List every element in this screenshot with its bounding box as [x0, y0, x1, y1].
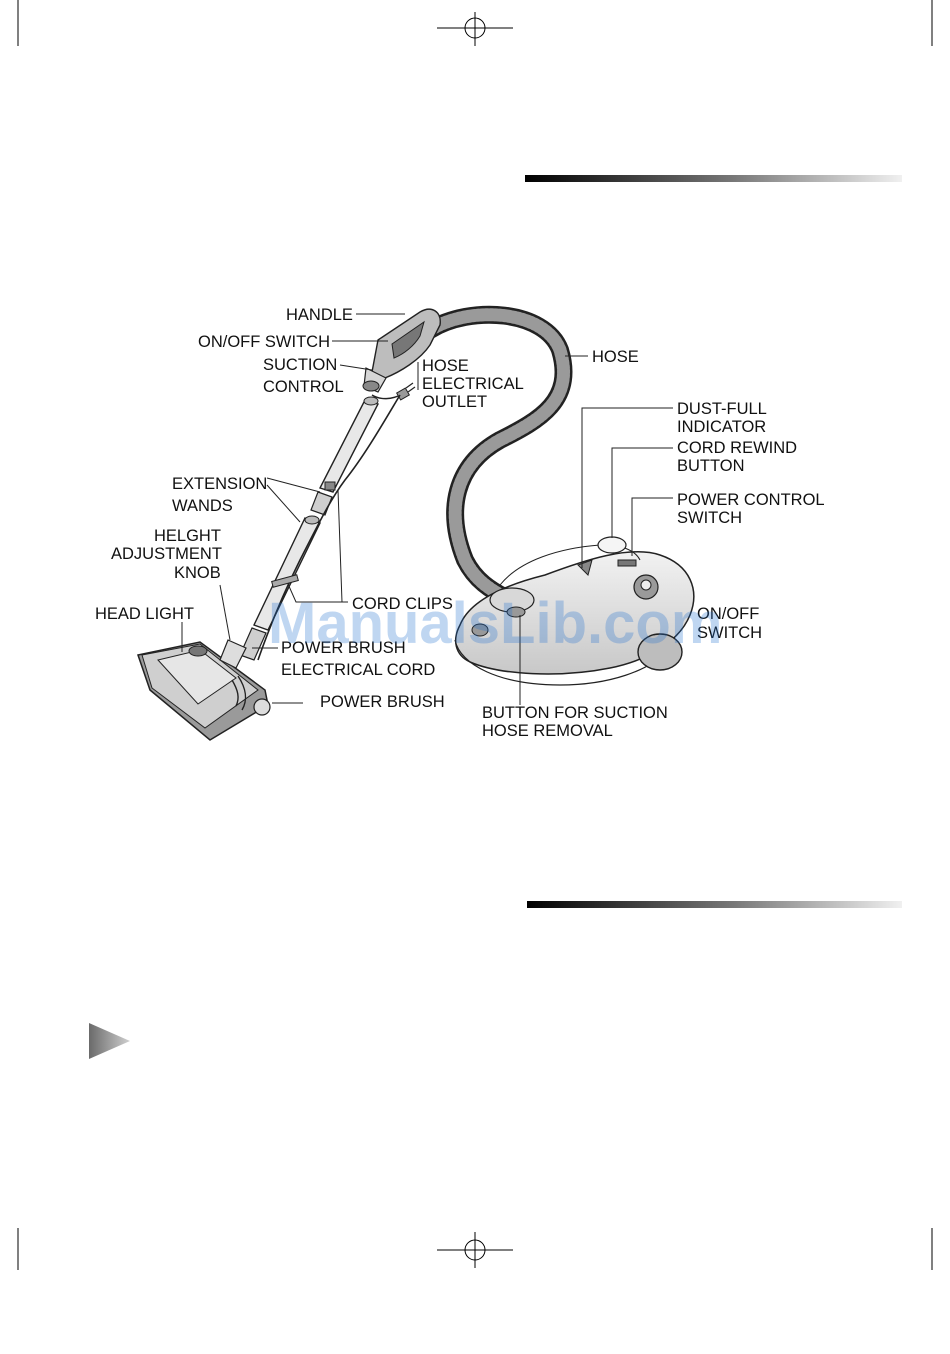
- crosshair-top-icon: [437, 12, 513, 46]
- watermark: ManualsLib.com: [268, 591, 722, 656]
- label-power-brush: POWER BRUSH: [320, 693, 445, 711]
- label-hose: HOSE: [592, 348, 639, 366]
- label-suction-button-line2: HOSE REMOVAL: [482, 722, 613, 740]
- label-extension-line1: EXTENSION: [172, 475, 267, 493]
- label-dust-full-line1: DUST-FULL: [677, 400, 767, 418]
- label-cord-rewind-line1: CORD REWIND: [677, 439, 797, 457]
- label-suction-button-line1: BUTTON FOR SUCTION: [482, 704, 668, 722]
- label-on-off-switch-handle: ON/OFF SWITCH: [198, 333, 330, 351]
- label-height-line2: ADJUSTMENT: [111, 545, 222, 563]
- label-suction-control-line2: CONTROL: [263, 378, 344, 396]
- section-bar-top: [525, 175, 902, 182]
- label-dust-full-line2: INDICATOR: [677, 418, 766, 436]
- label-power-control-line1: POWER CONTROL: [677, 491, 825, 509]
- label-hose-outlet-line2: ELECTRICAL: [422, 375, 524, 393]
- label-height-line1: HELGHT: [154, 527, 221, 545]
- label-handle: HANDLE: [286, 306, 353, 324]
- label-suction-control-line1: SUCTION: [263, 356, 337, 374]
- label-cord-rewind-line2: BUTTON: [677, 457, 745, 475]
- label-hose-outlet-line3: OUTLET: [422, 393, 487, 411]
- label-power-control-line2: SWITCH: [677, 509, 742, 527]
- section-bar-bottom: [527, 901, 902, 908]
- crosshair-bottom-icon: [437, 1232, 513, 1268]
- label-hose-outlet-line1: HOSE: [422, 357, 469, 375]
- bullet-arrow-icon: [89, 1023, 130, 1059]
- label-height-line3: KNOB: [174, 564, 221, 582]
- label-extension-line2: WANDS: [172, 497, 233, 515]
- label-power-brush-cord-line2: ELECTRICAL CORD: [281, 661, 435, 679]
- label-head-light: HEAD LIGHT: [95, 605, 194, 623]
